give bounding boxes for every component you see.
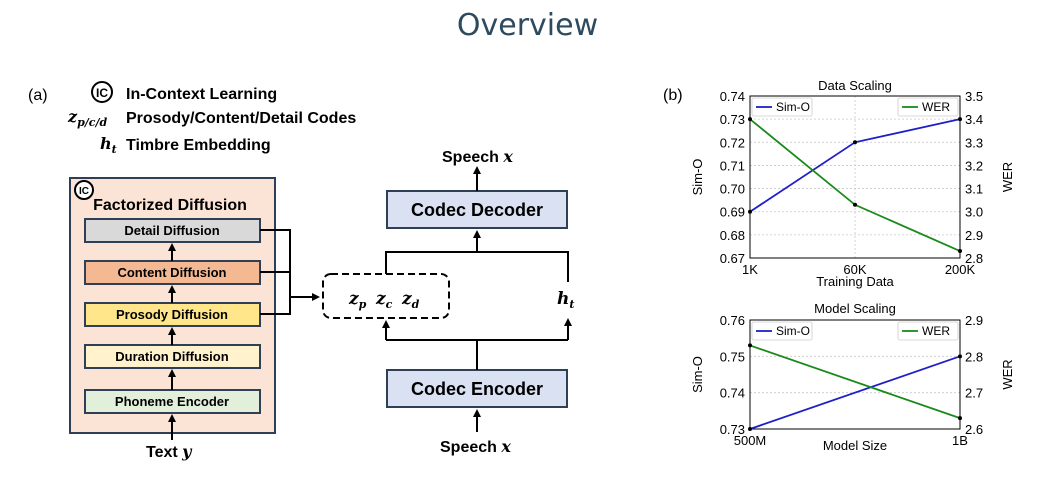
text-input-label: Text y bbox=[146, 442, 193, 461]
x-tick-label: 60K bbox=[843, 262, 866, 277]
codes-legend-text: Prosody/Content/Detail Codes bbox=[126, 110, 356, 127]
y-axis-label-left: Sim-O bbox=[690, 356, 705, 393]
diffusion-to-codes-connectors bbox=[260, 229, 320, 315]
x-tick-label: 1K bbox=[742, 262, 758, 277]
y-axis-label-left: Sim-O bbox=[690, 159, 705, 196]
y-tick-left: 0.74 bbox=[720, 89, 745, 104]
codec-decoder-label: Codec Decoder bbox=[411, 200, 543, 220]
svg-text:IC: IC bbox=[96, 86, 108, 100]
duration-diffusion-label: Duration Diffusion bbox=[115, 349, 228, 364]
data-point bbox=[748, 343, 752, 348]
ht-embedding: ht bbox=[557, 289, 574, 311]
y-tick-right: 3.0 bbox=[965, 205, 983, 220]
chart-title: Data Scaling bbox=[818, 78, 892, 93]
plot-frame bbox=[749, 319, 961, 430]
timbre-legend-symbol: ht bbox=[100, 134, 117, 156]
panel-b-label: (b) bbox=[663, 87, 683, 104]
y-tick-left: 0.76 bbox=[720, 313, 745, 328]
x-tick-label: 1B bbox=[952, 433, 968, 448]
chart-title: Model Scaling bbox=[814, 301, 896, 316]
data-point bbox=[748, 427, 752, 431]
latent-codes-box bbox=[322, 273, 450, 319]
legend-label: Sim-O bbox=[776, 100, 810, 114]
y-tick-right: 3.2 bbox=[965, 158, 983, 173]
data-point bbox=[958, 416, 962, 421]
codes-legend-symbol: zp/c/d bbox=[67, 107, 108, 129]
zp-code: zp bbox=[348, 289, 367, 311]
series-line-sim-o bbox=[749, 355, 961, 430]
x-axis-label: Training Data bbox=[816, 274, 894, 289]
y-tick-left: 0.70 bbox=[720, 182, 745, 197]
y-axis-label-right: WER bbox=[1000, 359, 1015, 389]
content-diffusion-label: Content Diffusion bbox=[117, 265, 226, 280]
y-axis-label-right: WER bbox=[1000, 162, 1015, 192]
y-tick-right: 3.1 bbox=[965, 182, 983, 197]
speech-input-label: Speech x bbox=[440, 437, 511, 456]
series-line-wer bbox=[749, 344, 961, 419]
plot-frame bbox=[749, 95, 961, 259]
y-tick-left: 0.69 bbox=[720, 205, 745, 220]
y-tick-right: 2.8 bbox=[965, 349, 983, 364]
data-point bbox=[958, 249, 962, 254]
panel-a-label: (a) bbox=[28, 87, 48, 104]
codec-encoder-label: Codec Encoder bbox=[411, 379, 543, 399]
factorized-diffusion-title: Factorized Diffusion bbox=[93, 197, 247, 214]
y-tick-left: 0.73 bbox=[720, 112, 745, 127]
y-tick-right: 3.5 bbox=[965, 89, 983, 104]
x-axis-label: Model Size bbox=[823, 438, 887, 453]
legend-box bbox=[897, 321, 959, 341]
y-tick-left: 0.72 bbox=[720, 135, 745, 150]
phoneme-encoder-label: Phoneme Encoder bbox=[115, 394, 229, 409]
legend-label: Sim-O bbox=[776, 324, 810, 338]
y-tick-left: 0.75 bbox=[720, 349, 745, 364]
slide-title: Overview bbox=[456, 8, 599, 43]
zd-code: zd bbox=[401, 289, 420, 311]
y-tick-right: 2.9 bbox=[965, 228, 983, 243]
legend-box bbox=[751, 321, 813, 341]
y-tick-right: 3.3 bbox=[965, 135, 983, 150]
timbre-legend-text: Timbre Embedding bbox=[126, 137, 271, 154]
y-tick-right: 2.8 bbox=[965, 251, 983, 266]
y-tick-left: 0.71 bbox=[720, 158, 745, 173]
legend-box bbox=[751, 97, 813, 117]
x-tick-label: 200K bbox=[945, 262, 976, 277]
detail-diffusion-label: Detail Diffusion bbox=[124, 223, 219, 238]
data-point bbox=[748, 209, 752, 214]
data-point bbox=[853, 202, 857, 207]
data-point bbox=[958, 117, 962, 122]
ic-legend-text: In-Context Learning bbox=[126, 86, 277, 103]
y-tick-right: 2.7 bbox=[965, 386, 983, 401]
speech-output-label: Speech x bbox=[442, 147, 513, 166]
prosody-diffusion-label: Prosody Diffusion bbox=[116, 307, 228, 322]
data-point bbox=[958, 354, 962, 359]
y-tick-left: 0.67 bbox=[720, 251, 745, 266]
y-tick-left: 0.68 bbox=[720, 228, 745, 243]
y-tick-left: 0.73 bbox=[720, 422, 745, 437]
y-tick-right: 2.9 bbox=[965, 313, 983, 328]
codec-encoder-box bbox=[386, 369, 568, 408]
legend-box bbox=[897, 97, 959, 117]
ic-badge-icon: IC bbox=[74, 180, 94, 200]
data-point bbox=[748, 117, 752, 122]
data-scaling-chart: Data Scaling 0.67 0.68 0.69 0.70 0.71 0.72 0.73… bbox=[690, 78, 1015, 289]
ic-legend-icon: IC bbox=[91, 81, 113, 103]
svg-text:IC: IC bbox=[79, 186, 89, 197]
y-tick-right: 2.6 bbox=[965, 422, 983, 437]
model-scaling-chart: Model Scaling 0.73 0.74 0.75 0.76 2.6 2.7 2.8 2.… bbox=[690, 301, 1015, 453]
legend-label: WER bbox=[922, 324, 950, 338]
x-tick-label: 500M bbox=[734, 433, 767, 448]
codec-flow-arrows bbox=[382, 166, 572, 432]
zc-code: zc bbox=[375, 289, 393, 311]
data-point bbox=[853, 140, 857, 145]
y-tick-right: 3.4 bbox=[965, 112, 983, 127]
y-tick-left: 0.74 bbox=[720, 386, 745, 401]
legend-label: WER bbox=[922, 100, 950, 114]
